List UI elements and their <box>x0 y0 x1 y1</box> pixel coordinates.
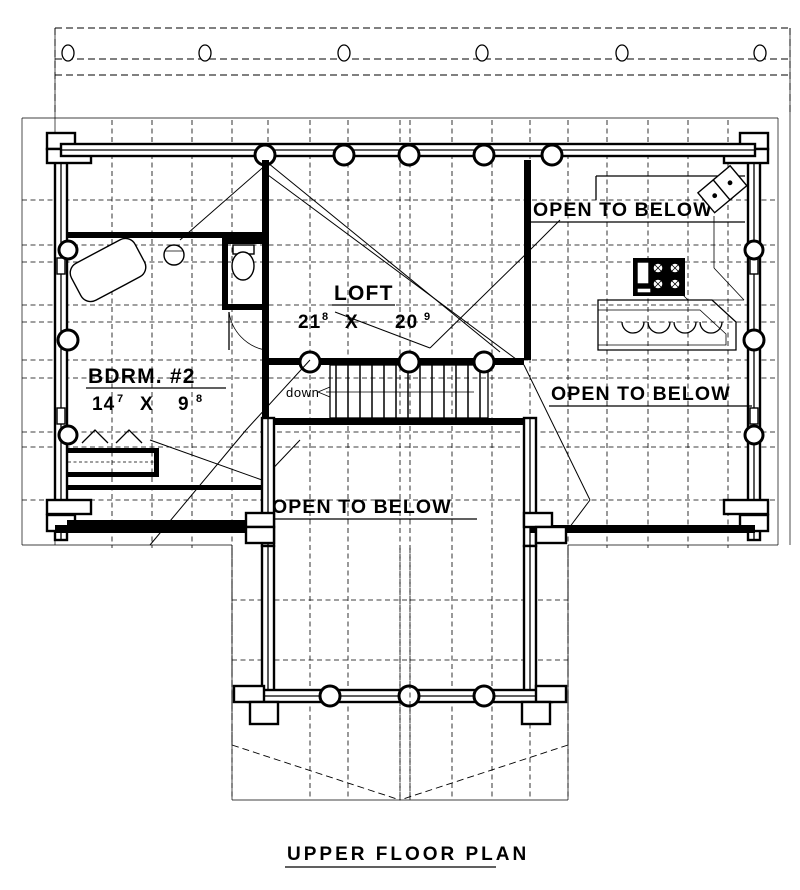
roof-outline-top <box>54 27 791 115</box>
bathroom-walls <box>67 160 269 340</box>
drawing-title: UPPER FLOOR PLAN <box>285 844 529 868</box>
bedroom2-width-in: 7 <box>117 393 123 405</box>
lower-wing-walls <box>55 416 755 696</box>
bathroom-fixtures <box>69 237 266 351</box>
open-to-below-label-3: OPEN TO BELOW <box>270 496 477 520</box>
drawing-title-text: UPPER FLOOR PLAN <box>287 844 529 865</box>
log-posts-wing-bottom <box>318 684 496 708</box>
kitchen-below <box>597 258 737 351</box>
open-to-below-label-1: OPEN TO BELOW <box>531 199 745 223</box>
bedroom2-dim-sep: X <box>140 394 154 415</box>
toilet-icon <box>231 244 255 281</box>
cooktop-icon <box>633 258 685 296</box>
loft-dim-sep: X <box>345 312 359 333</box>
log-posts-left-wall <box>56 239 80 446</box>
open-to-below-label-2: OPEN TO BELOW <box>549 383 752 407</box>
stair-direction-label: down <box>286 385 319 400</box>
bathtub-icon <box>69 237 147 303</box>
stair-treads <box>335 365 481 418</box>
loft-depth-in: 9 <box>424 311 430 323</box>
bedroom2-name: BDRM. #2 <box>88 365 196 388</box>
loft-width-in: 8 <box>322 311 328 323</box>
bathroom-door-swing <box>228 311 266 351</box>
loft-width-ft: 21 <box>298 312 321 333</box>
loft-name: LOFT <box>334 282 394 305</box>
bedroom2-width-ft: 14 <box>92 394 115 415</box>
bedroom2-label: BDRM. #2 14 7 X 9 8 <box>86 365 226 415</box>
open-to-below-text-2: OPEN TO BELOW <box>551 383 731 405</box>
bedroom2-depth-ft: 9 <box>178 394 190 415</box>
sink-icon <box>163 244 185 266</box>
deck-beam-posts <box>61 44 767 62</box>
bedroom2-depth-in: 8 <box>196 393 202 405</box>
log-posts-top-wall <box>253 143 564 167</box>
open-to-below-text-1: OPEN TO BELOW <box>533 199 713 221</box>
wing-roof-outline <box>231 548 569 801</box>
loft-depth-ft: 20 <box>395 312 418 333</box>
bar-stools-icon <box>621 321 723 334</box>
open-to-below-text-3: OPEN TO BELOW <box>272 496 452 518</box>
log-posts-stair-wall <box>298 350 496 374</box>
log-posts-right-wall <box>742 239 766 446</box>
